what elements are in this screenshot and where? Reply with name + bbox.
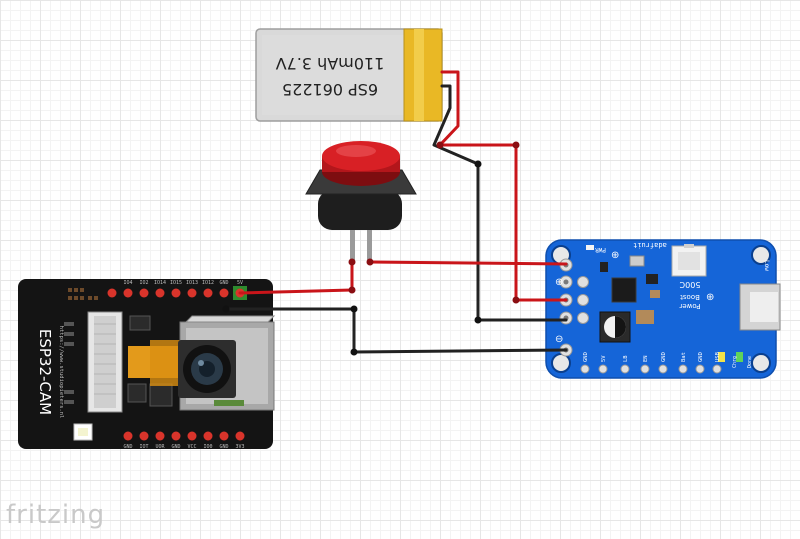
pb-brand: adafruit [633,241,667,249]
wires [222,70,568,356]
battery-label-line2: 110mAh 3.7V [276,54,385,73]
pin-iot: IOT [139,444,148,450]
powerboost-bottom-pins [580,364,722,374]
esp32-left-pads [68,288,98,300]
pin-io2: IO2 [139,280,148,286]
pb-low-label: Low [763,260,770,271]
fritzing-watermark: fritzing [6,500,106,530]
pin-vcc: VCC [187,444,196,450]
lipo-battery: 6SP 061225 110mAh 3.7V [255,28,443,122]
esp32-name: ESP32-CAM [36,329,54,415]
pb-pin-usb: USB [715,351,721,362]
svg-text:⊕: ⊕ [611,250,619,261]
pin-gnd-b3: GND [219,444,228,450]
pin-io13: IO13 [186,280,198,286]
done-led [736,352,743,362]
pin-uor: UOR [155,444,165,450]
pin-5v: 5V [237,280,243,286]
wire-button-to-powerboost [368,260,568,266]
pb-pin-en: EN [643,355,649,362]
pb-pin-gnd3: GND [698,352,704,362]
svg-text:⊖: ⊖ [555,334,563,345]
pb-pin-bat: Bat [681,352,687,362]
pb-chrg-label: Chrg [732,356,738,368]
push-button [305,141,417,260]
esp32-cam-board: IO4 IO2 IO14 IO15 IO13 IO12 GND 5V GND I… [18,279,276,450]
camera-module [178,315,276,411]
battery-label-line1: 6SP 061225 [282,80,378,99]
inductor [599,311,631,343]
pb-pwr-label: PWR [595,246,606,253]
pb-model: 500C [679,280,700,289]
pb-title-line2: Boost [680,293,700,301]
pb-pin-gnd1: GND [583,352,589,362]
chrg-led [718,352,725,362]
pin-io4: IO4 [123,280,132,286]
svg-text:⊕: ⊕ [706,292,714,303]
esp32-url: https://www.studiopieters.nl [58,326,64,419]
esp32-bottom-pins [123,431,245,441]
pin-io15: IO15 [170,280,182,286]
pb-pin-5v: 5V [601,355,607,362]
pin-gnd-b2: GND [171,444,180,450]
pin-gnd-b1: GND [123,444,132,450]
pin-gnd-top: GND [219,280,228,286]
esp32-top-pins [107,286,247,300]
pin-io0: IO0 [203,444,212,450]
wire-esp-gnd [224,307,568,354]
pin-io12: IO12 [202,280,214,286]
powerboost-500c-board: ⊕ ⊖ ⊕ ⊕ PWR adafruit Low Power Boost 500… [545,239,781,379]
pb-pin-lb: LB [623,355,629,362]
svg-text:⊕: ⊕ [555,277,563,288]
pb-title-line1: Power [679,302,700,310]
pb-done-label: Done [747,356,753,368]
pb-pin-gnd2: GND [661,352,667,362]
pin-3v3: 3V3 [235,444,244,450]
pin-io14: IO14 [154,280,166,286]
